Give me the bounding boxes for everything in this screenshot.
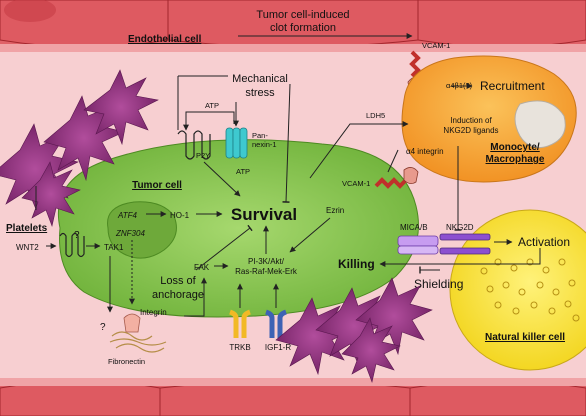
pannexin-label-2: nexin-1: [252, 140, 277, 149]
ldh5-arrow: [309, 121, 409, 179]
vcam-top-label: VCAM-1: [422, 41, 450, 50]
pi3k-label-1: PI-3K/Akt/: [248, 257, 285, 266]
igf1r-receptor: [265, 309, 287, 338]
mica-label: MICA/B: [400, 223, 428, 232]
znf304-label: ZNF304: [115, 229, 145, 238]
atp-side-label: ATP: [236, 167, 250, 176]
igf1r-label: IGF1-R: [265, 343, 291, 352]
atf4-label: ATF4: [117, 211, 138, 220]
survival-label: Survival: [231, 205, 297, 224]
tumor-cell-title: Tumor cell: [132, 180, 182, 191]
recruitment-label: Recruitment: [480, 79, 545, 93]
killing-arrow: [379, 248, 541, 267]
monocyte-title-1: Monocyte/: [490, 142, 540, 153]
trkb-receptor: [229, 309, 251, 338]
wnt2-label: WNT2: [16, 243, 39, 252]
vcam1-tumor-receptor: [374, 167, 419, 189]
monocyte-title-2: Macrophage: [486, 154, 545, 165]
a4-integrin-label: α4 integrin: [406, 147, 444, 156]
tak1-label: TAK1: [104, 243, 124, 252]
p2y-receptor: [177, 130, 211, 160]
ldh5-label: LDH5: [366, 111, 385, 120]
ezrin-arrow: [289, 217, 331, 253]
induction-label-2: NKG2D ligands: [443, 126, 498, 135]
mechanical-stress-label-1: Mechanical: [232, 73, 288, 85]
loss-anchorage-label-1: Loss of: [160, 275, 196, 287]
fak-label: FAK: [194, 263, 210, 272]
question-mark-2: ?: [100, 322, 106, 333]
loss-anchorage-inhibit: [195, 224, 253, 271]
atp-loop-arrow: [183, 111, 235, 131]
question-mark-1: ?: [74, 230, 80, 241]
nk-granules: [480, 258, 580, 322]
vcam-mid-label: VCAM-1: [342, 179, 370, 188]
endothelial-layer-bottom: [0, 378, 586, 416]
nk-title: Natural killer cell: [485, 332, 565, 343]
monocyte-macrophage-cell: [401, 55, 577, 183]
endothelial-cell-label: Endothelial cell: [128, 34, 202, 45]
activation-label: Activation: [518, 235, 570, 249]
fibronectin-label: Fibronectin: [108, 357, 145, 366]
atp-top-label: ATP: [205, 101, 219, 110]
integrin-receptor: [123, 313, 141, 333]
ho1-label: HO-1: [170, 211, 190, 220]
pannexin1-channel: [225, 127, 248, 159]
killing-label: Killing: [338, 257, 375, 271]
mechanical-stress-label-2: stress: [245, 87, 275, 99]
frizzled-receptor: [59, 232, 85, 258]
trkb-label: TRKB: [229, 343, 250, 352]
tumor-cell: [57, 139, 419, 318]
shielding-label: Shielding: [414, 277, 463, 291]
mechanical-inhibit-line: [282, 83, 291, 203]
fibronectin-mesh: [109, 331, 167, 353]
clot-label-2: clot formation: [270, 22, 336, 34]
endothelial-nucleus: [4, 0, 56, 22]
pi3k-label-2: Ras-Raf-Mek-Erk: [235, 267, 298, 276]
integrin-label: Integrin: [140, 308, 167, 317]
induction-label-1: Induction of: [450, 116, 492, 125]
p2y-to-survival-arrow: [203, 161, 241, 197]
mica-nkg2d-complex: [397, 233, 491, 255]
ezrin-label: Ezrin: [326, 206, 344, 215]
monocyte-nucleus: [514, 100, 566, 149]
clot-label-1: Tumor cell-induced: [256, 9, 349, 21]
nkg2d-label: NKG2D: [446, 223, 474, 232]
platelets-label: Platelets: [6, 223, 48, 234]
loss-anchorage-label-2: anchorage: [152, 289, 204, 301]
platelet-cluster-bottom: [275, 277, 433, 384]
tumor-nucleus: [107, 201, 177, 259]
p2y-label: P2Y: [196, 151, 210, 160]
integrin-to-fak-arrow: [184, 277, 207, 317]
pannexin-label-1: Pan-: [252, 131, 268, 140]
integrin-link-line: [387, 149, 399, 173]
endothelial-layer-top: [0, 0, 586, 52]
